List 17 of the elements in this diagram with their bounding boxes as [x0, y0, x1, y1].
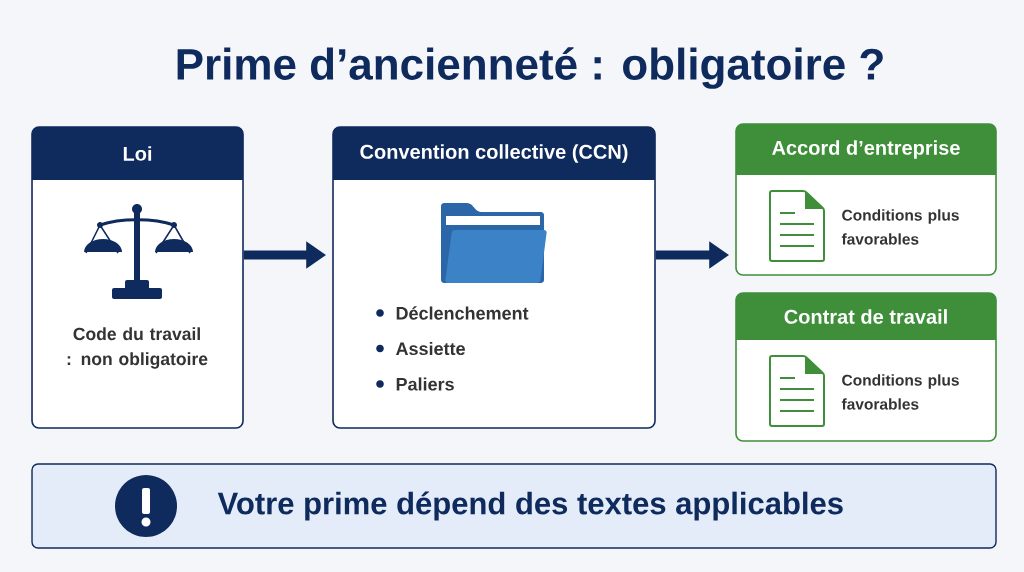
- bullet-item: Assiette: [376, 341, 465, 356]
- card-title: Contrat de travail: [784, 309, 947, 324]
- card: [735, 123, 997, 276]
- bullet-item: Paliers: [376, 377, 454, 391]
- card: [31, 126, 244, 429]
- card-title: Convention collective (CCN): [360, 144, 628, 163]
- title: Prime d’ancienneté : obligatoire ?: [177, 47, 883, 89]
- bullet-item: Déclenchement: [376, 306, 529, 320]
- card-title: Loi: [123, 146, 152, 161]
- banner-text: Votre prime dépend des textes applicables: [217, 491, 843, 521]
- card: [332, 126, 656, 429]
- card-text: Conditions plus favorables: [841, 374, 959, 410]
- card: [735, 292, 997, 442]
- card-text: Code du travail : non obligatoire: [67, 327, 208, 369]
- card-title: Accord d’entreprise: [772, 140, 960, 159]
- info-banner: [31, 463, 997, 549]
- card-text: Conditions plus favorables: [841, 209, 959, 245]
